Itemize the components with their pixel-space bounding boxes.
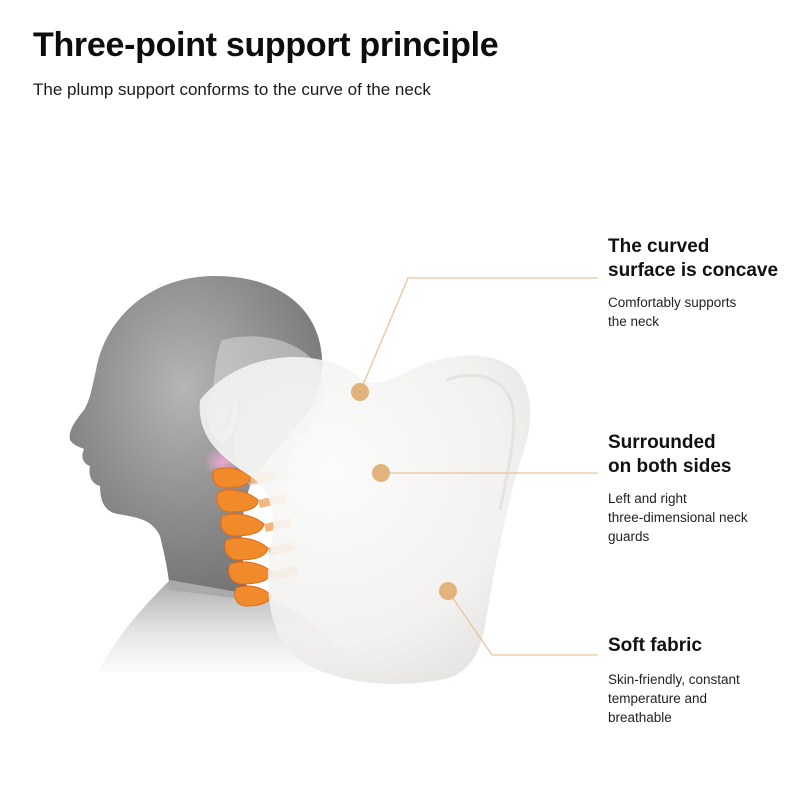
feature-description: Skin-friendly, constant temperature and … — [608, 670, 788, 727]
feature-surrounded-sides: Surrounded on both sides Left and right … — [608, 431, 788, 546]
support-point-dot-1 — [351, 383, 369, 401]
feature-description: Comfortably supports the neck — [608, 293, 788, 331]
feature-heading: Surrounded on both sides — [608, 431, 788, 479]
feature-heading-line: Soft fabric — [608, 635, 702, 656]
feature-description-line: temperature and — [608, 691, 708, 706]
feature-description-line: Skin-friendly, constant — [608, 672, 740, 687]
neck-pillow — [199, 355, 531, 684]
feature-heading-line: surface is concave — [608, 260, 779, 281]
feature-soft-fabric: Soft fabric Skin-friendly, constant temp… — [608, 634, 788, 727]
pillow-edge — [445, 373, 516, 511]
page-subtitle: The plump support conforms to the curve … — [33, 80, 431, 99]
feature-heading-line: on both sides — [608, 456, 732, 477]
feature-description-line: breathable — [608, 710, 672, 725]
support-point-dot-2 — [372, 464, 390, 482]
feature-description-line: the neck — [608, 314, 660, 329]
feature-description-line: three-dimensional neck — [608, 510, 748, 525]
connector-line-3 — [447, 590, 598, 656]
feature-heading-line: The curved — [608, 236, 710, 257]
feature-description-line: Comfortably supports — [608, 295, 737, 310]
support-point-dot-3 — [439, 582, 457, 600]
connector-lines — [359, 277, 598, 656]
feature-heading: Soft fabric — [608, 634, 788, 658]
connector-line-1 — [359, 277, 598, 393]
feature-description: Left and right three-dimensional neck gu… — [608, 489, 788, 546]
feature-curved-surface: The curved surface is concave Comfortabl… — [608, 235, 788, 331]
feature-heading: The curved surface is concave — [608, 235, 788, 283]
feature-description-line: guards — [608, 529, 650, 544]
feature-description-line: Left and right — [608, 491, 687, 506]
feature-heading-line: Surrounded — [608, 432, 716, 453]
page-title: Three-point support principle — [33, 26, 499, 64]
spine-vertebrae — [212, 467, 273, 607]
